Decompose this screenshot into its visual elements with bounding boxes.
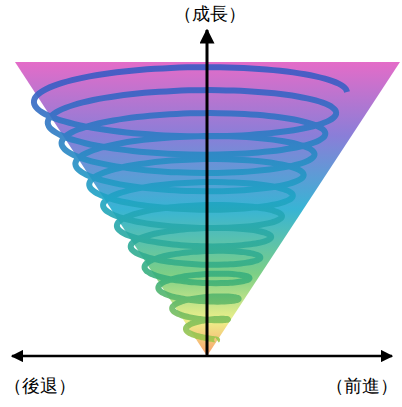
growth-axis <box>206 30 209 356</box>
axis-label: （前進） <box>326 376 398 396</box>
progress-axis <box>12 355 392 358</box>
axis-label: （成長） <box>174 4 246 24</box>
spiral <box>34 67 347 340</box>
axis-label: （後退） <box>4 376 76 396</box>
